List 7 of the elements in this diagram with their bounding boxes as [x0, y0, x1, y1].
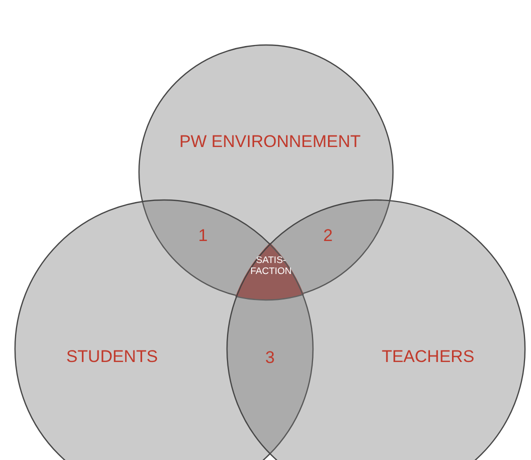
region-number: 3	[265, 348, 275, 368]
set-label: PW ENVIRONNEMENT	[179, 132, 361, 152]
region-number: 2	[323, 226, 333, 246]
region-number: 1	[198, 226, 208, 246]
set-label: STUDENTS	[66, 347, 158, 367]
intersection-label: SATIS-FACTION	[249, 256, 293, 278]
set-label: TEACHERS	[382, 347, 474, 367]
